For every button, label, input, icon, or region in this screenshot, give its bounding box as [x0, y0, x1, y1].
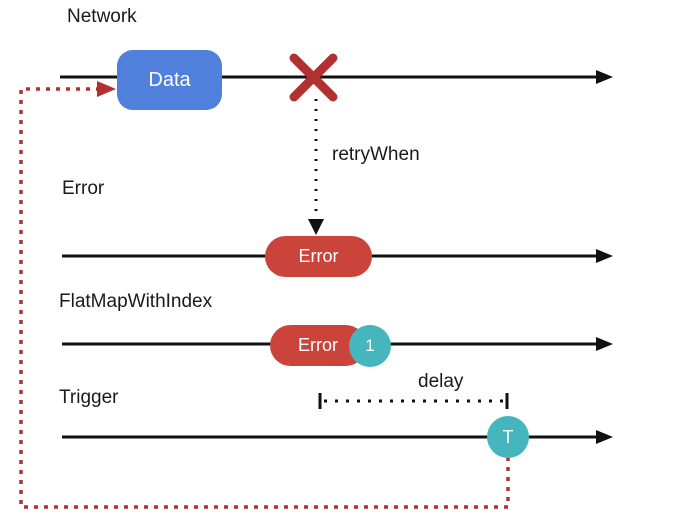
arrowhead-icon: [596, 249, 613, 263]
feedback-loop-path: [19, 81, 510, 509]
trigger-marble-text: T: [502, 426, 514, 447]
error-x-icon: [289, 53, 338, 102]
delay-measure: [318, 393, 509, 409]
index-badge-text: 1: [365, 336, 375, 355]
timeline-trigger: [62, 430, 613, 444]
arrowhead-icon: [596, 337, 613, 351]
arrowhead-icon: [596, 70, 613, 84]
flatmap-error-marble-text: Error: [298, 335, 338, 355]
arrowhead-icon: [97, 81, 116, 97]
network-row-label: Network: [67, 6, 137, 27]
flatmap-error-marble: Error: [270, 325, 366, 366]
error-marble: Error: [265, 236, 372, 277]
data-marble: Data: [117, 50, 222, 110]
retrywhen-label: retryWhen: [332, 144, 420, 165]
arrowhead-icon: [308, 219, 324, 235]
error-marble-text: Error: [298, 246, 339, 266]
retry-arrow: [308, 99, 324, 235]
data-marble-text: Data: [148, 68, 191, 91]
error-row-label: Error: [62, 178, 105, 199]
delay-label: delay: [418, 371, 464, 392]
trigger-marble: T: [487, 416, 529, 458]
flatmap-row-label: FlatMapWithIndex: [59, 291, 213, 312]
arrowhead-icon: [596, 430, 613, 444]
trigger-row-label: Trigger: [59, 387, 119, 408]
index-badge: 1: [349, 325, 391, 367]
